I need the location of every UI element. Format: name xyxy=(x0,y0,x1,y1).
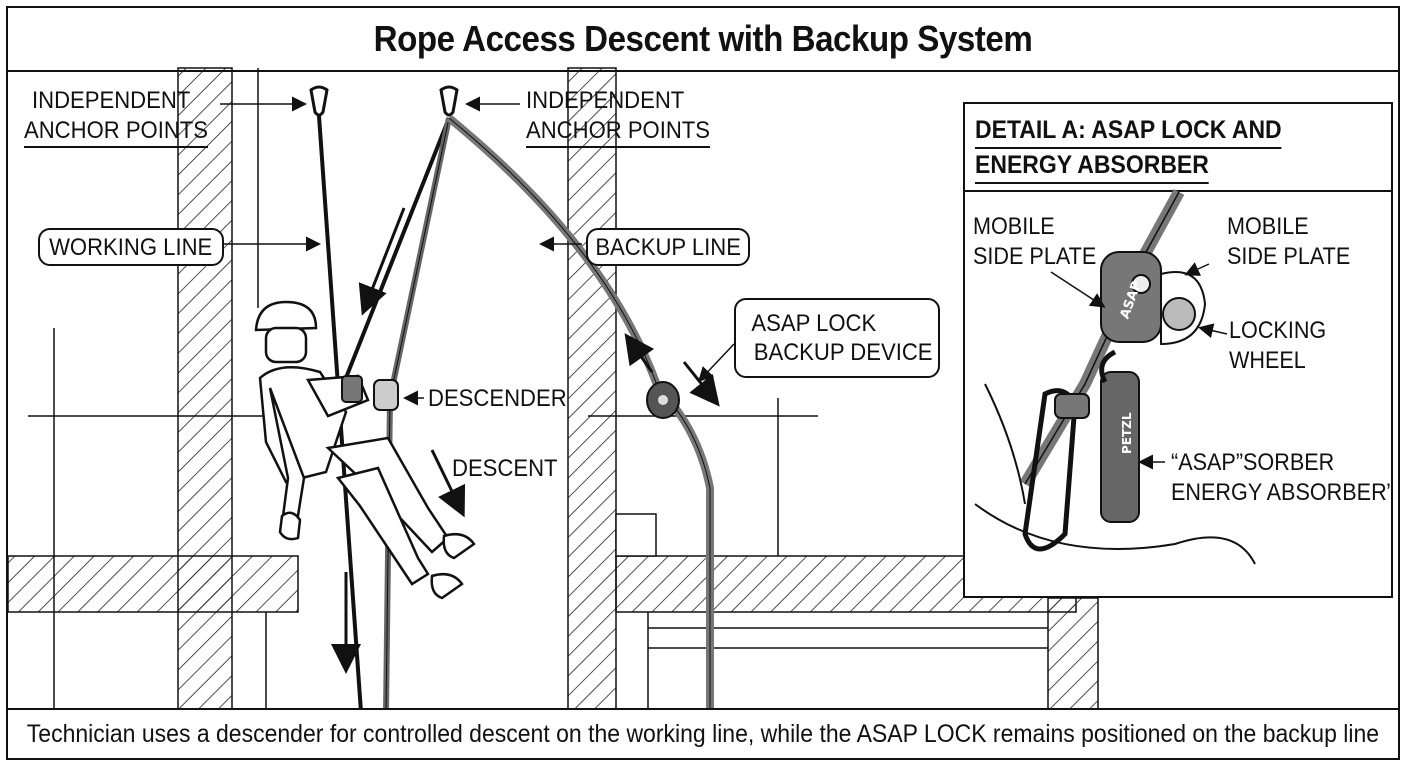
asap-lock-text-1: ASAP LOCK xyxy=(751,310,877,337)
right-anchor-carabiner-icon xyxy=(439,85,459,117)
descent-label: DESCENT xyxy=(452,455,558,482)
working-line-label: WORKING LINE xyxy=(38,228,224,266)
backup-line-rope-left xyxy=(383,117,452,713)
mobile-side-plate-right-1: MOBILE xyxy=(1227,213,1309,240)
left-anchor-carabiner-icon xyxy=(309,85,329,117)
asap-lock-label: ASAP LOCK BACKUP DEVICE xyxy=(734,298,940,378)
diagram-caption: Technician uses a descender for controll… xyxy=(26,719,1380,748)
absorber-label-1: “ASAP”SORBER xyxy=(1171,449,1335,476)
mobile-side-plate-left-2: SIDE PLATE xyxy=(973,243,1097,270)
descent-arrow-icon-2 xyxy=(430,449,466,518)
detail-a-title-2: ENERGY ABSORBER xyxy=(975,149,1209,184)
locking-wheel-label-1: LOCKING xyxy=(1229,317,1327,344)
detail-a-illustration: ASAP PETZL xyxy=(974,189,1256,565)
anchor-right-label-2: ANCHOR POINTS xyxy=(526,116,711,148)
helmet-icon xyxy=(254,300,318,332)
backup-line-rope-left-outline xyxy=(385,117,450,713)
descent-arrow-icon xyxy=(358,207,406,316)
anchor-left-label-2: ANCHOR POINTS xyxy=(24,116,209,148)
absorber-closeup-icon: PETZL xyxy=(1099,349,1140,523)
glove-icon xyxy=(278,511,302,541)
leader-lines xyxy=(220,96,735,406)
working-line-rope-2 xyxy=(336,117,451,399)
absorber-label-2: ENERGY ABSORBER” xyxy=(1171,479,1393,506)
asap-lock-closeup-icon: ASAP xyxy=(1100,251,1207,346)
asap-up-arrow-icon xyxy=(624,333,655,373)
anchor-right-label-1: INDEPENDENT xyxy=(526,87,685,114)
boot-icon xyxy=(442,533,476,560)
detail-a-header: DETAIL A: ASAP LOCK AND ENERGY ABSORBER xyxy=(965,104,1391,192)
backup-line-label: BACKUP LINE xyxy=(586,228,750,266)
detail-a-inset: DETAIL A: ASAP LOCK AND ENERGY ABSORBER … xyxy=(963,102,1393,598)
locking-wheel-label-2: WHEEL xyxy=(1229,347,1306,374)
working-line-text: WORKING LINE xyxy=(49,233,213,261)
title-bar: Rope Access Descent with Backup System xyxy=(8,8,1398,72)
boot-icon-2 xyxy=(430,573,464,600)
detail-a-title-1: DETAIL A: ASAP LOCK AND xyxy=(975,114,1282,149)
brand-mark: PETZL xyxy=(1120,412,1134,454)
mobile-side-plate-left-1: MOBILE xyxy=(973,213,1055,240)
detail-carabiner-icon xyxy=(1022,388,1090,552)
descender-label: DESCENDER xyxy=(428,385,567,412)
diagram-title: Rope Access Descent with Backup System xyxy=(373,18,1033,59)
asap-lock-text-2: BACKUP DEVICE xyxy=(753,339,933,366)
technician-figure xyxy=(254,300,476,600)
mobile-side-plate-right-2: SIDE PLATE xyxy=(1227,243,1351,270)
backup-line-text: BACKUP LINE xyxy=(595,233,741,261)
diagram-frame: Rope Access Descent with Backup System I… xyxy=(6,6,1400,760)
anchor-left-label-1: INDEPENDENT xyxy=(32,87,191,114)
asap-lock-device-icon xyxy=(646,381,680,419)
descender-device-icon xyxy=(341,375,399,411)
caption-bar: Technician uses a descender for controll… xyxy=(8,708,1398,758)
